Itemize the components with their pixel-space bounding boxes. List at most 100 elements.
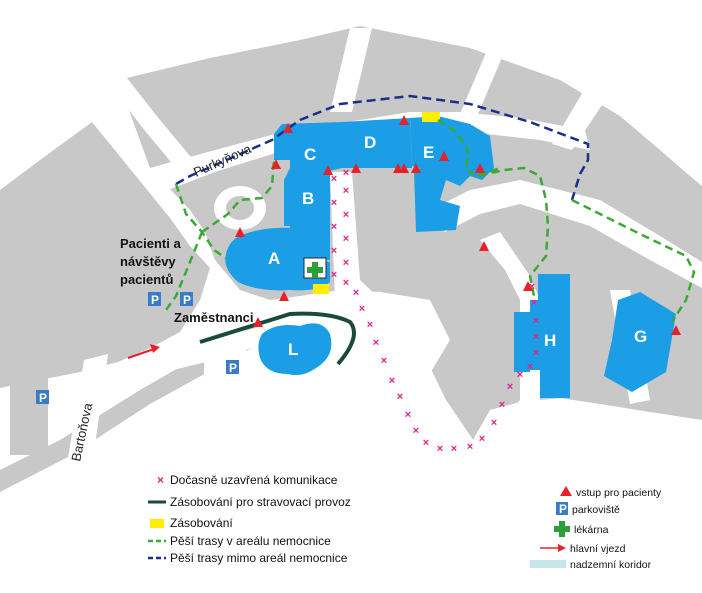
- label-patients-line2: návštěvy: [120, 254, 176, 269]
- entrance-marker-13: [671, 325, 681, 335]
- closed-road-marker-13: ×: [367, 319, 373, 331]
- closed-road-marker-5: ×: [331, 221, 337, 233]
- entrance-marker-7: [351, 163, 361, 173]
- supply-point-e: [422, 112, 440, 122]
- closed-road-marker-7: ×: [331, 245, 337, 257]
- closed-road-marker-16: ×: [389, 375, 395, 387]
- parking-sign-label: P: [229, 361, 237, 375]
- entrance-marker-14: [475, 163, 485, 173]
- closed-road-marker-19: ×: [413, 425, 419, 437]
- closed-road-marker-12: ×: [359, 303, 365, 315]
- road-northwest: [90, 54, 200, 180]
- legend-entrance-icon: [560, 486, 572, 496]
- closed-road-marker-9: ×: [331, 269, 337, 281]
- closed-road-marker-11: ×: [353, 287, 359, 299]
- building-label-G: G: [634, 327, 647, 346]
- closed-road-marker-34: ×: [529, 281, 535, 293]
- building-G: [604, 292, 676, 392]
- main-entry-arrow: [127, 344, 160, 359]
- closed-road-marker-33: ×: [531, 297, 537, 309]
- closed-road-marker-20: ×: [423, 437, 429, 449]
- closed-road-marker-22: ×: [451, 443, 457, 455]
- building-L: [258, 323, 332, 376]
- legend-label-parking: parkoviště: [572, 504, 620, 516]
- entrance-marker-11: [479, 241, 489, 251]
- legend-right: vstup pro pacienty P parkoviště lékárna …: [530, 486, 662, 571]
- closed-road-marker-15: ×: [381, 355, 387, 367]
- parking-sign-2: P: [180, 292, 193, 307]
- closed-road-marker-14: ×: [373, 337, 379, 349]
- parking-icon: [148, 292, 161, 306]
- entrance-marker-6: [323, 165, 333, 175]
- entrance-marker-3: [439, 151, 449, 161]
- entrance-marker-15: [399, 163, 409, 173]
- building-B: [284, 168, 330, 262]
- label-patients-line1: Pacienti a: [120, 236, 181, 251]
- closed-road-marker-1: ×: [331, 173, 337, 185]
- buildings-layer: [225, 116, 676, 398]
- road-north-2: [460, 48, 506, 114]
- closed-road-marker-31: ×: [533, 331, 539, 343]
- building-label-H: H: [544, 331, 556, 350]
- entrance-marker-2: [399, 115, 409, 125]
- pharmacy-cross-icon: [307, 262, 323, 278]
- parking-area-south: [204, 345, 246, 385]
- closed-road-marker-25: ×: [491, 417, 497, 429]
- entrance-marker-1: [271, 159, 281, 169]
- label-patients-line3: pacientů: [120, 272, 174, 287]
- legend-label-main-entry: hlavní vjezd: [570, 543, 626, 555]
- parking-area-west: [10, 375, 48, 455]
- supply-path-catering: [199, 311, 356, 366]
- legend-parking-icon: [556, 502, 568, 515]
- area-block-northwest: [0, 122, 210, 388]
- legend-label-supply-catering: Zásobování pro stravovací provoz: [170, 495, 351, 509]
- parking-icon: [226, 360, 239, 374]
- road-north-3: [552, 80, 612, 150]
- closed-road-marker-29: ×: [527, 361, 533, 373]
- label-staff: Zaměstnanci: [174, 310, 253, 325]
- road-west-strip: [0, 322, 270, 492]
- entrance-marker-9: [235, 227, 245, 237]
- parking-sign-label: P: [183, 293, 191, 307]
- parking-sign-label: P: [39, 391, 47, 405]
- building-label-L: L: [288, 340, 298, 359]
- legend-label-pharmacy: lékárna: [574, 524, 609, 536]
- legend-supply-icon: [150, 519, 164, 528]
- patient-entrances: [235, 115, 681, 335]
- road-internal-east: [430, 180, 702, 288]
- road-bartonova: [46, 354, 108, 593]
- building-label-B: B: [302, 189, 314, 208]
- parking-sign-4: P: [36, 390, 49, 405]
- building-label-A: A: [268, 249, 280, 268]
- road-top-left: [0, 90, 90, 148]
- legend-label-closed-road: Dočasně uzavřená komunikace: [170, 473, 338, 487]
- building-label-E: E: [423, 143, 434, 162]
- closed-road-marker-2: ×: [343, 185, 349, 197]
- legend-label-walk-inside: Pěší trasy v areálu nemocnice: [170, 534, 331, 548]
- closed-road-marker-21: ×: [437, 443, 443, 455]
- road-loop-island: [226, 196, 254, 220]
- closed-road-marker-26: ×: [499, 399, 505, 411]
- building-D: [342, 118, 412, 168]
- entrance-marker-10: [253, 317, 263, 327]
- legend-pharmacy-icon: [554, 521, 570, 537]
- legend-corridor-icon: [530, 560, 566, 568]
- closed-road-marker-23: ×: [467, 441, 473, 453]
- walk-routes-inside: [164, 118, 696, 323]
- closed-road-markers: ×××××××××××××××××××××××××××××××××××: [331, 167, 539, 455]
- closed-road-marker-3: ×: [331, 197, 337, 209]
- road-internal-spine: [330, 172, 540, 468]
- building-H: [530, 274, 570, 398]
- closed-road-marker-32: ×: [533, 315, 539, 327]
- building-H-annex: [514, 312, 530, 372]
- pharmacy-marker: [303, 257, 327, 279]
- closed-road-marker-28: ×: [517, 369, 523, 381]
- legend-label-supply: Zásobování: [170, 516, 233, 530]
- parking-icon: [36, 390, 49, 404]
- walk-route-outside: [175, 94, 590, 201]
- closed-road-marker-24: ×: [479, 433, 485, 445]
- closed-road-marker-27: ×: [507, 381, 513, 393]
- legend-label-corridor: nadzemní koridor: [570, 559, 652, 571]
- building-label-C: C: [304, 145, 316, 164]
